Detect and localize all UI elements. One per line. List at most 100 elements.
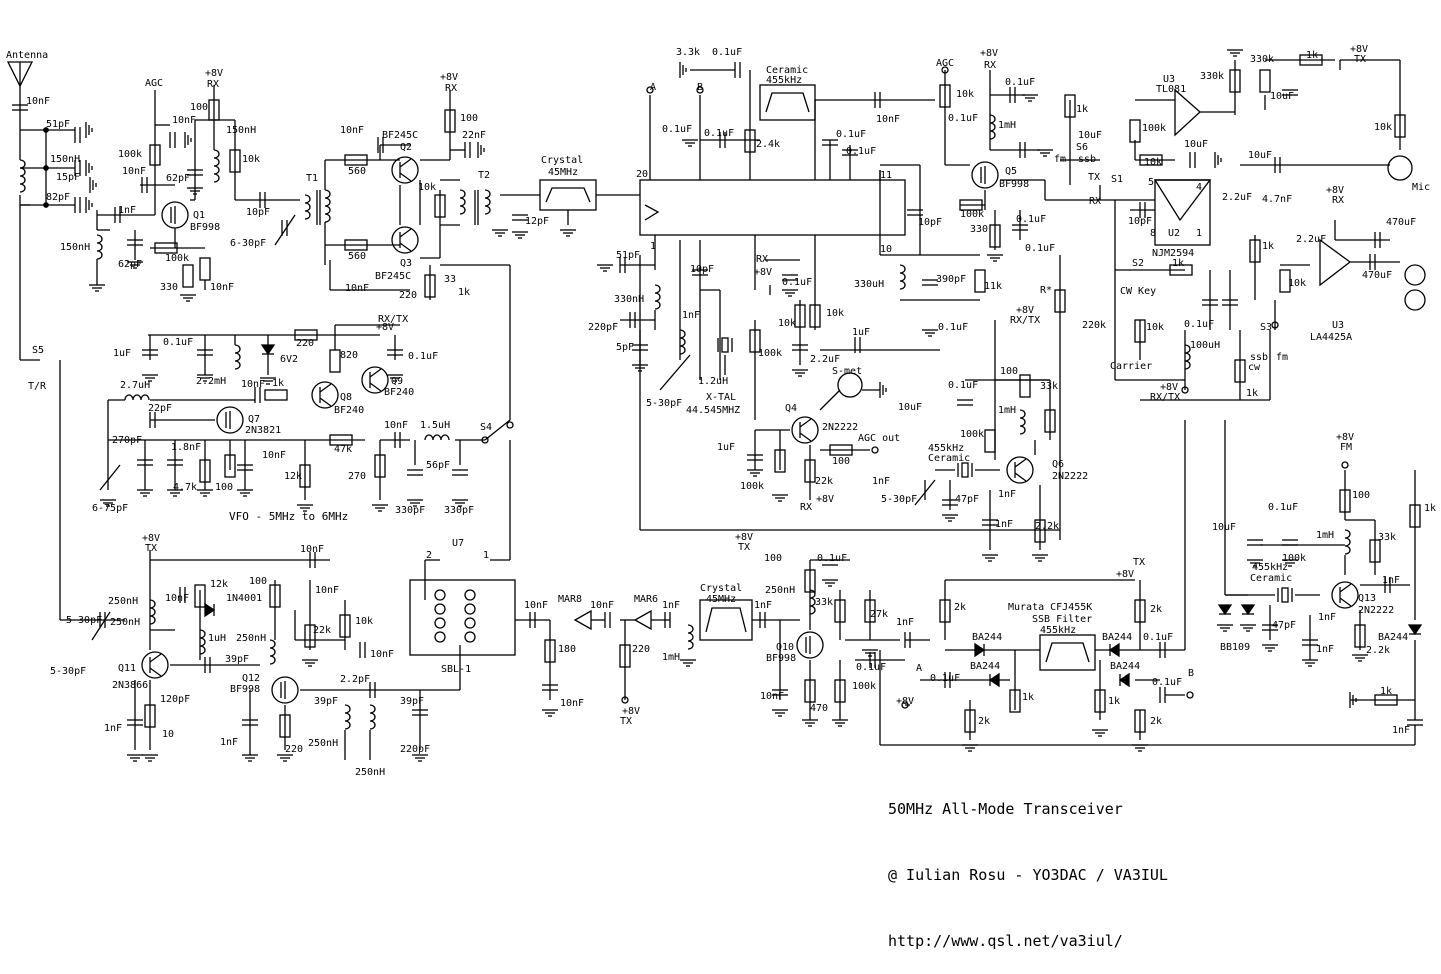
resistor	[224, 454, 236, 478]
label-c10p_a: 10pF	[246, 207, 270, 218]
label-carrier: Carrier	[1110, 361, 1152, 372]
resistor	[1299, 54, 1323, 66]
resistor	[269, 584, 281, 608]
label-p8v_5: +8V	[816, 494, 834, 505]
resistor	[182, 264, 194, 288]
label-tx3: TX	[738, 542, 750, 553]
resistor	[804, 459, 816, 483]
label-c1n_g: 1nF	[682, 310, 700, 321]
label-c01u_t: 0.1uF	[1152, 677, 1182, 688]
label-r10k_a: 10k	[242, 154, 260, 165]
inductor	[1019, 409, 1026, 435]
resistor	[1169, 264, 1193, 276]
resistor	[1094, 689, 1106, 713]
label-s4: S4	[480, 422, 492, 433]
label-r100_c: 100	[215, 482, 233, 493]
label-p8v_rxtx2: +8V	[1160, 382, 1178, 393]
label-c01u_j: 0.1uF	[782, 277, 812, 288]
credits-url[interactable]: http://www.qsl.net/va3iul/	[888, 932, 1123, 950]
resistor	[1369, 539, 1381, 563]
label-s2: S2	[1132, 258, 1144, 269]
resistor	[1054, 289, 1066, 313]
inductor	[124, 394, 150, 401]
resistor	[154, 242, 178, 254]
resistor	[1129, 119, 1141, 143]
inductor	[809, 589, 816, 615]
label-s3: S3	[1260, 322, 1272, 333]
label-mar6: MAR6	[634, 594, 658, 605]
label-njm: NJM2594	[1152, 248, 1194, 259]
resistor	[329, 434, 353, 446]
label-ba244_d: BA244	[1110, 661, 1140, 672]
resistor	[774, 449, 786, 473]
label-c10u_f: 10uF	[1212, 522, 1236, 533]
resistor	[1134, 319, 1146, 343]
label-l330u: 330uH	[854, 279, 884, 290]
label-r33k_a: 33k	[815, 597, 833, 608]
label-r47k: 47k	[334, 444, 352, 455]
label-ssb2: ssb	[1250, 352, 1268, 363]
label-rx2: RX	[445, 83, 457, 94]
label-c01u_b: 0.1uF	[408, 351, 438, 362]
label-lblA2: A	[916, 663, 922, 674]
resistor	[339, 614, 351, 638]
label-r470: 470	[810, 703, 828, 714]
resistor	[229, 149, 241, 173]
label-c530_c: 5-30pF	[646, 398, 682, 409]
label-c82p: 82pF	[46, 192, 70, 203]
label-c22u_a: 2.2uF	[810, 354, 840, 365]
transistor	[369, 382, 382, 392]
label-ssbfilt: SSB Filter	[1032, 614, 1092, 625]
label-c1n_a: 1nF	[118, 205, 136, 216]
label-l250n_f: 250nH	[765, 585, 795, 596]
transistor	[399, 228, 412, 238]
vfo-caption: VFO - 5MHz to 6MHz	[229, 510, 348, 523]
terminal-node	[621, 696, 629, 704]
label-p8v_tx3: +8V	[735, 532, 753, 543]
label-c120p: 120pF	[160, 694, 190, 705]
label-c51p: 51pF	[46, 119, 70, 130]
label-r1k_c: 1k	[1076, 104, 1088, 115]
label-p8v_6: +8V	[896, 696, 914, 707]
label-t1: T1	[306, 173, 318, 184]
label-c1n_f: 1nF	[896, 617, 914, 628]
label-bf998_12: BF998	[230, 684, 260, 695]
label-r100k_b: 100k	[165, 253, 189, 264]
mixer-pin	[464, 617, 476, 629]
transistor	[1331, 581, 1359, 609]
label-c10n_j: 10nF	[300, 544, 324, 555]
transistor	[1339, 583, 1352, 593]
label-bf240_9: BF240	[384, 387, 414, 398]
label-r10k_i: 10k	[1288, 278, 1306, 289]
inductor	[199, 629, 206, 655]
label-d1n4001: 1N4001	[226, 593, 262, 604]
trimmer-arrow	[274, 214, 296, 246]
label-s6: S6	[1076, 142, 1088, 153]
label-r330_b: 330	[970, 224, 988, 235]
label-q3: Q3	[400, 258, 412, 269]
label-l250n_a: 250nH	[108, 596, 138, 607]
label-r100_f: 100	[832, 456, 850, 467]
resistor	[264, 389, 288, 401]
resistor	[1044, 409, 1056, 433]
label-u7: U7	[452, 538, 464, 549]
label-c10p_c: 10pF	[918, 217, 942, 228]
transistor	[1006, 456, 1034, 484]
tl081-opamp	[1174, 88, 1201, 137]
label-c1n_n: 1nF	[1392, 725, 1410, 736]
label-p8v_4: +8V	[754, 267, 772, 278]
label-r22k_a: 22k	[313, 625, 331, 636]
label-fm3: FM	[1340, 442, 1352, 453]
inductor	[324, 189, 331, 223]
resistor	[619, 644, 631, 668]
inductor	[269, 639, 276, 665]
label-lblB2: B	[1188, 668, 1194, 679]
transistor	[399, 158, 412, 168]
resistor	[299, 464, 311, 488]
label-ant: Antenna	[6, 50, 48, 61]
transistor	[319, 383, 332, 393]
label-r1k_i: 1k	[1108, 696, 1120, 707]
resistor	[1034, 519, 1046, 543]
inductor	[304, 194, 311, 220]
mixer-pin	[434, 603, 446, 615]
